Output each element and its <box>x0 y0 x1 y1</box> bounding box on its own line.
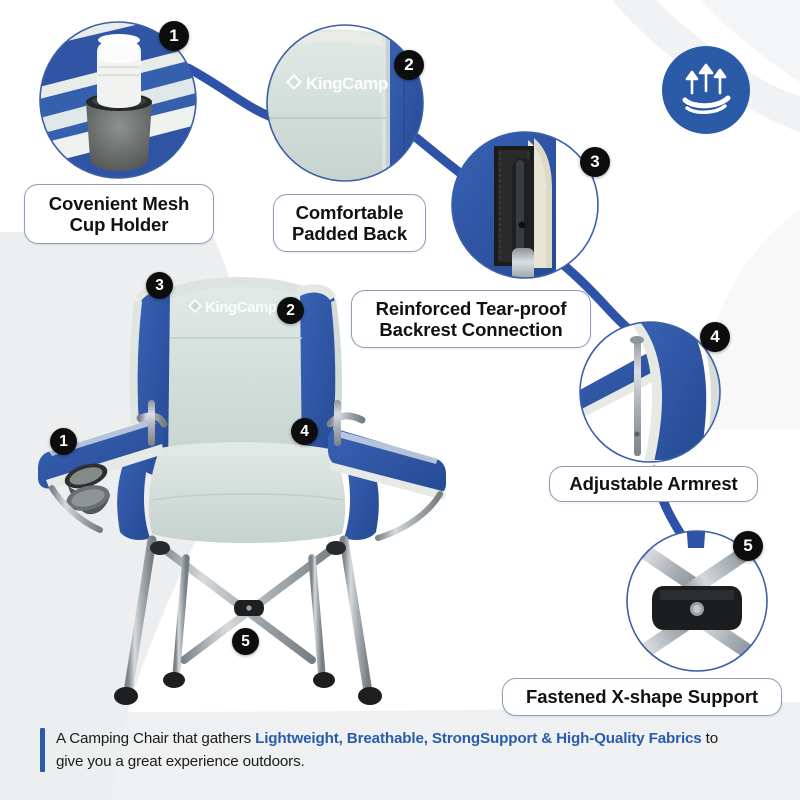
chair-badge-1: 1 <box>50 428 77 455</box>
bg-panel-bottom <box>0 701 800 800</box>
chair-badge-2: 2 <box>277 297 304 324</box>
backrest-panel <box>166 278 306 479</box>
bg-arc-corner <box>700 0 800 82</box>
armrest-right <box>328 429 446 495</box>
caption-lead: A Camping Chair that gathers <box>56 730 256 747</box>
callout-label-3[interactable]: Reinforced Tear-proof Backrest Connectio… <box>351 290 591 348</box>
caption-highlight-1: Lightweight, Breathable, Strong <box>255 730 480 747</box>
mesh-basket <box>86 102 152 171</box>
caption-tail: to give you a great experience outdoors. <box>56 730 719 770</box>
breathable-fabric-icon <box>662 46 750 134</box>
svg-text:KingCamp: KingCamp <box>205 299 277 316</box>
kingcamp-logo-detail: KingCamp <box>286 74 388 93</box>
callout-label-1[interactable]: Covenient Mesh Cup Holder <box>24 184 214 244</box>
detail-badge-4: 4 <box>700 322 730 352</box>
seat-panel <box>148 442 346 543</box>
detail-badge-1: 1 <box>159 21 189 51</box>
chair-leg-frame <box>114 535 382 705</box>
bottom-caption: A Camping Chair that gathers Lightweight… <box>40 728 740 773</box>
armrest-left <box>38 419 164 489</box>
caption-text: A Camping Chair that gathers Lightweight… <box>56 728 740 773</box>
detail-badge-3: 3 <box>580 147 610 177</box>
detail-badge-2: 2 <box>394 50 424 80</box>
callout-label-2[interactable]: Comfortable Padded Back <box>273 194 426 252</box>
chair-badge-4: 4 <box>291 418 318 445</box>
kingcamp-logo-main: KingCamp <box>188 299 277 316</box>
callout-label-5[interactable]: Fastened X-shape Support <box>502 678 782 716</box>
chair-badge-3: 3 <box>146 272 173 299</box>
detail-badge-5: 5 <box>733 531 763 561</box>
caption-highlight-2: Support & High-Quality Fabrics <box>479 730 702 747</box>
chair-badge-5: 5 <box>232 628 259 655</box>
bg-arc-right <box>694 210 800 430</box>
caption-accent-bar <box>40 728 45 772</box>
callout-label-4[interactable]: Adjustable Armrest <box>549 466 758 502</box>
svg-text:KingCamp: KingCamp <box>306 74 388 93</box>
